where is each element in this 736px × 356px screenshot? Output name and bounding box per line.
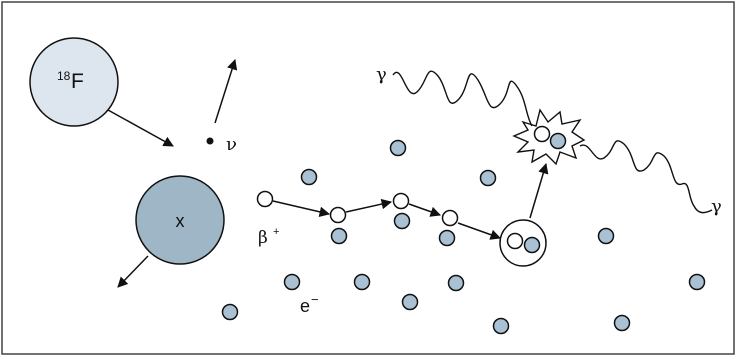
positron-arrow-3 <box>408 203 441 217</box>
electron-cloud <box>221 139 706 335</box>
positron-charge: + <box>273 226 279 238</box>
gamma-label-lower: γ <box>711 196 722 217</box>
positron <box>506 232 524 250</box>
gamma-wave-lower <box>579 140 713 214</box>
electron-dot <box>492 317 510 335</box>
fluorine-18-circle <box>29 37 119 127</box>
electron-dot <box>479 169 497 187</box>
electron-dot <box>549 132 567 150</box>
annihilation-burst <box>512 108 586 166</box>
neutrino-arrow <box>214 58 238 124</box>
daughter-nucleus-label: x <box>176 211 185 231</box>
neutrino: ν <box>206 58 238 155</box>
electron-dot <box>688 273 706 291</box>
electron-label: e <box>300 296 310 316</box>
positron-label: β <box>258 228 268 248</box>
recoil-arrow <box>117 255 149 288</box>
decay-arrow <box>107 109 174 147</box>
electron-charge: − <box>311 292 319 307</box>
fluorine-mass-number: 18 <box>57 69 71 83</box>
electron-dot <box>523 236 541 254</box>
neutrino-dot <box>206 137 214 145</box>
positron-path: β + <box>256 190 501 248</box>
positron-arrow-2 <box>345 198 393 213</box>
positron <box>533 125 551 143</box>
electron-dot <box>613 314 631 332</box>
electron-dot <box>300 168 318 186</box>
electron-dot <box>389 139 407 157</box>
electron-dot <box>393 212 411 230</box>
annihilation-arrow <box>529 162 549 219</box>
electron-dot <box>597 227 615 245</box>
daughter-nucleus: x <box>117 175 225 288</box>
electron-dot <box>353 273 371 291</box>
electron-dot <box>401 293 419 311</box>
electron-dot <box>330 227 348 245</box>
positron <box>256 190 274 208</box>
gamma-label-upper: γ <box>376 64 387 85</box>
fluorine-18-atom: 18 F <box>29 37 119 127</box>
neutrino-label: ν <box>226 134 237 155</box>
electron-dot <box>447 274 465 292</box>
gamma-wave-upper <box>392 70 533 127</box>
fluorine-symbol: F <box>71 70 84 93</box>
electron-dot <box>438 229 456 247</box>
positron <box>329 206 347 224</box>
positron-arrow-4 <box>457 222 501 240</box>
electron-dot <box>221 303 239 321</box>
positronium <box>499 162 549 267</box>
daughter-nucleus-circle <box>135 175 225 265</box>
electron-dot <box>283 273 301 291</box>
positron <box>392 192 410 210</box>
positron-arrow-1 <box>272 200 331 217</box>
positron <box>441 209 459 227</box>
